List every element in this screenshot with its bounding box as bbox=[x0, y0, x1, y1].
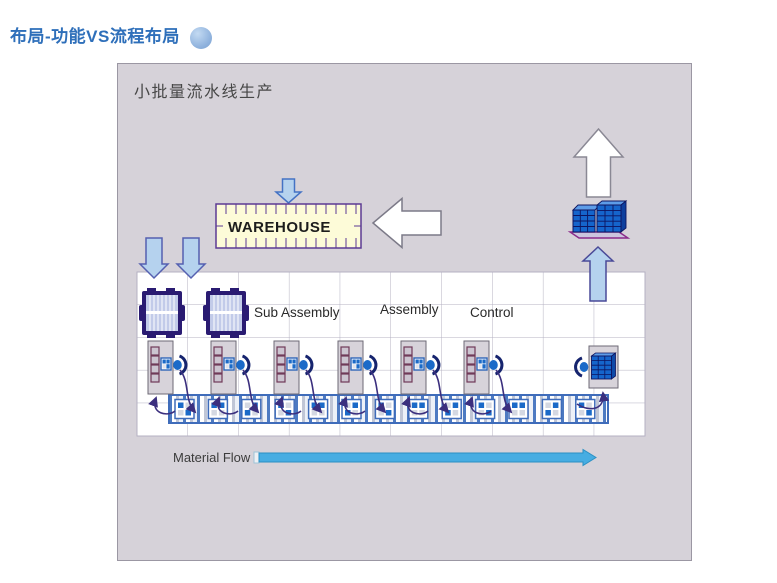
transfer-arrow-icon bbox=[432, 369, 450, 414]
material-flow-label: Material Flow bbox=[173, 450, 251, 465]
belt-box bbox=[408, 398, 429, 420]
transfer-arrow-icon bbox=[211, 396, 239, 415]
panel-title: 小批量流水线生产 bbox=[134, 84, 275, 101]
title-dot-icon bbox=[189, 27, 212, 49]
zone-label-assembly: Assembly bbox=[380, 302, 439, 317]
packed-stack-icon bbox=[591, 352, 616, 380]
belt-box bbox=[575, 398, 596, 420]
belt-box bbox=[241, 398, 262, 420]
transfer-arrow-icon bbox=[305, 369, 323, 414]
pallet-machine-icon bbox=[138, 287, 186, 339]
page-title: 布局-功能VS流程布局 bbox=[10, 27, 180, 46]
slide-header: 布局-功能VS流程布局 bbox=[10, 22, 212, 49]
transfer-arrow-icon bbox=[338, 396, 366, 415]
transfer-arrow-icon bbox=[576, 391, 610, 410]
warehouse-in-arrow-icon bbox=[274, 178, 303, 204]
inbound-arrow-icon bbox=[138, 237, 170, 280]
belt-box bbox=[474, 398, 496, 420]
finished-goods-stack-icon bbox=[569, 200, 629, 239]
transfer-arrow-icon bbox=[274, 396, 302, 415]
belt-box bbox=[374, 398, 396, 420]
transfer-arrow-icon bbox=[464, 396, 492, 415]
packing-station bbox=[574, 345, 619, 389]
material-flow: Material Flow bbox=[173, 448, 597, 467]
material-flow-arrow-icon bbox=[258, 448, 597, 467]
belt-box bbox=[174, 398, 195, 420]
belt-box bbox=[274, 398, 295, 420]
transfer-arrow-icon bbox=[148, 396, 176, 415]
layout-diagram: WAREHOUSE Sub Assembly Assembly Control bbox=[136, 127, 646, 467]
zone-label-control: Control bbox=[470, 305, 514, 320]
inbound-arrow-icon bbox=[175, 237, 207, 280]
transfer-arrow-icon bbox=[369, 369, 387, 414]
transfer-arrow-icon bbox=[242, 369, 260, 414]
belt-box bbox=[541, 398, 563, 420]
diagram-panel: 小批量流水线生产 bbox=[117, 63, 692, 561]
shipping-arrow-icon bbox=[572, 127, 625, 198]
zone-label-sub-assembly: Sub Assembly bbox=[254, 305, 340, 320]
warehouse-label: WAREHOUSE bbox=[228, 219, 331, 236]
pallet-machine-icon bbox=[202, 287, 250, 339]
belt-box bbox=[508, 398, 529, 420]
transfer-arrow-icon bbox=[495, 369, 513, 414]
transfer-arrow-icon bbox=[179, 369, 197, 414]
outbound-arrow-icon bbox=[581, 245, 615, 302]
transfer-arrow-icon bbox=[401, 396, 429, 415]
warehouse-box: WAREHOUSE bbox=[215, 203, 362, 249]
to-warehouse-arrow-icon bbox=[371, 196, 442, 250]
